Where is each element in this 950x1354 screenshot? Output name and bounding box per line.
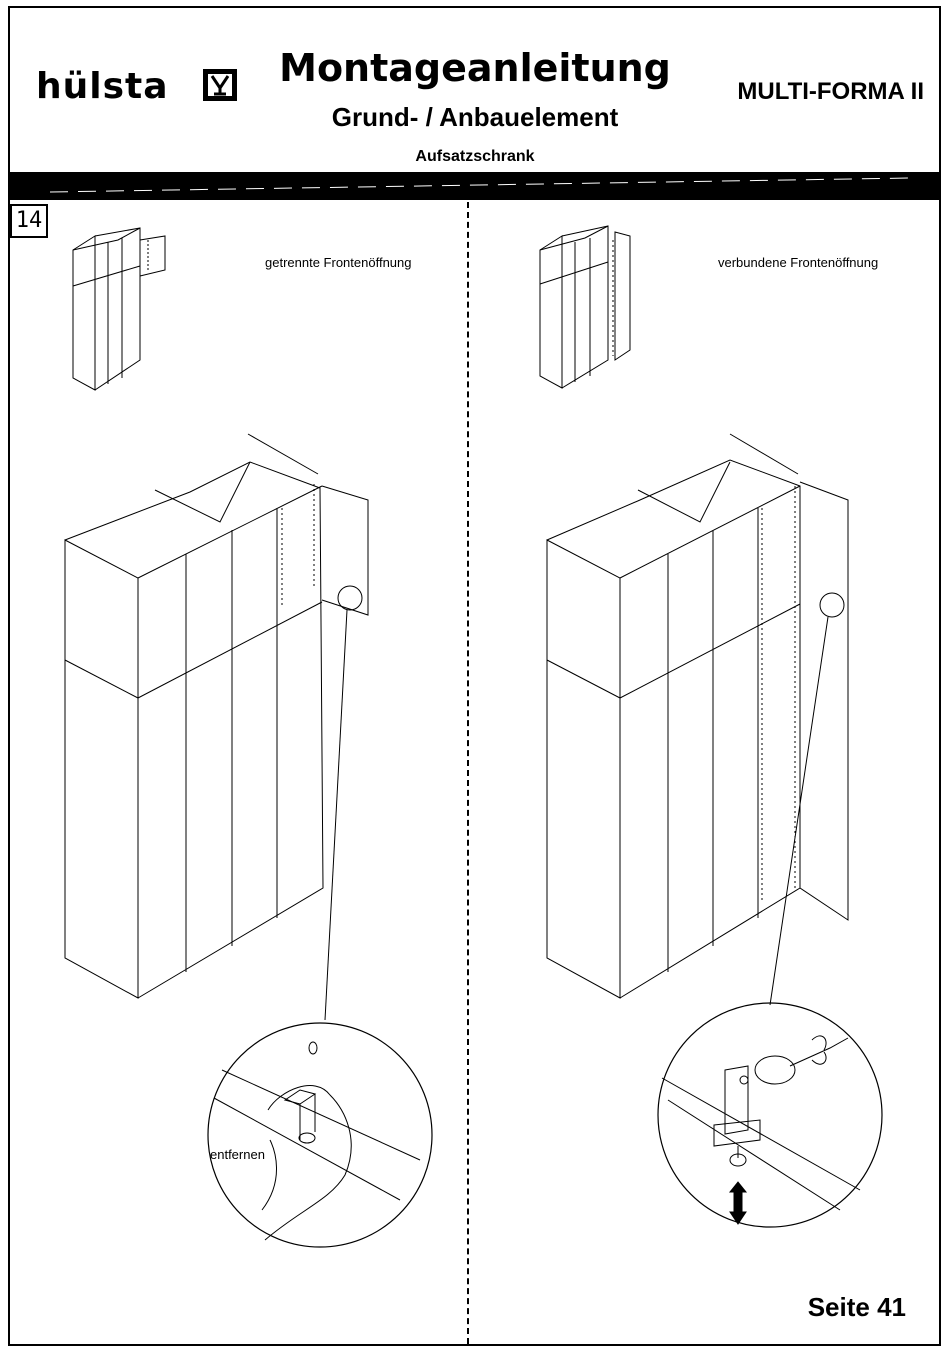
right-thumbnail-cabinet bbox=[540, 226, 630, 388]
left-large-cabinet bbox=[65, 434, 368, 1020]
left-detail-circle bbox=[208, 1023, 432, 1247]
right-large-cabinet bbox=[547, 434, 848, 1005]
page-number: Seite 41 bbox=[808, 1292, 906, 1323]
right-detail-circle bbox=[658, 1003, 882, 1227]
left-thumbnail-cabinet bbox=[73, 228, 165, 390]
